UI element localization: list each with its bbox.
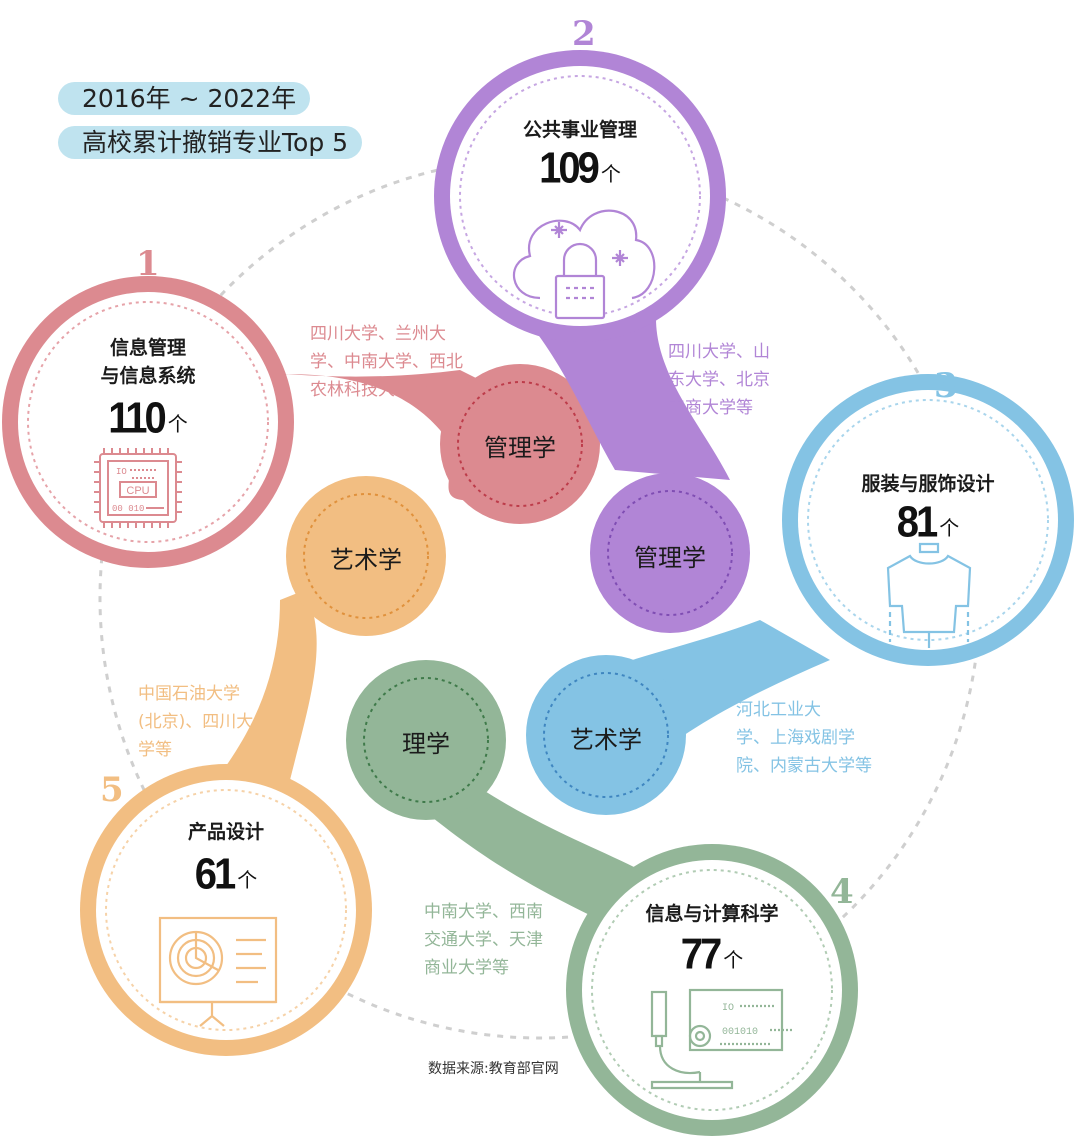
svg-text:001010: 001010	[722, 1027, 758, 1038]
major-1-uni-line: 农林科技大学等	[310, 380, 429, 400]
rank-4: 4	[830, 872, 854, 912]
svg-text:CPU: CPU	[126, 485, 149, 497]
major-2-shape	[434, 50, 750, 633]
cloud-lock-icon	[512, 209, 656, 320]
rank-5: 5	[100, 770, 124, 810]
rank-1: 1	[136, 244, 160, 284]
major-5-count-value: 61	[194, 849, 236, 899]
major-3-uni-line: 学、上海戏剧学	[736, 728, 855, 748]
major-1-name-line1: 信息管理	[109, 337, 186, 359]
major-3-name: 服装与服饰设计	[861, 473, 995, 495]
svg-text:00 010: 00 010	[112, 504, 144, 514]
major-2-discipline: 管理学	[634, 544, 706, 572]
major-5-discipline: 艺术学	[330, 546, 402, 574]
major-4-name: 信息与计算科学	[645, 903, 779, 925]
major-2-count-value: 109	[539, 143, 600, 193]
tshirt-mannequin-icon	[886, 542, 972, 658]
major-5-name: 产品设计	[187, 821, 264, 843]
major-1-count-value: 110	[108, 393, 167, 443]
title-line-1: 2016年 ~ 2022年	[58, 82, 311, 115]
major-1-discipline: 管理学	[484, 434, 556, 462]
major-5-universities: 中国石油大学 (北京)、四川大 学等	[138, 680, 253, 764]
major-1-count-unit: 个	[167, 412, 188, 436]
major-3-shape	[526, 374, 1074, 815]
major-4-count-unit: 个	[723, 948, 744, 972]
major-1-shape	[2, 276, 600, 568]
svg-text:IO: IO	[116, 467, 127, 477]
title-line-2: 高校累计撤销专业Top 5	[58, 126, 363, 159]
major-1-name-line2: 与信息系统	[100, 365, 196, 387]
major-3-uni-line: 院、内蒙古大学等	[736, 756, 872, 776]
major-1-uni-line: 四川大学、兰州大	[310, 324, 446, 344]
major-5-uni-line: 学等	[138, 740, 172, 760]
major-1-uni-line: 学、中南大学、西北	[310, 352, 463, 372]
major-2-uni-line: 工商大学等	[668, 398, 753, 418]
microscope-code-icon: IO 001010	[650, 988, 794, 1090]
major-5-uni-line: 中国石油大学	[138, 684, 240, 704]
major-4-uni-line: 交通大学、天津	[424, 930, 543, 950]
major-4-uni-line: 中南大学、西南	[424, 902, 543, 922]
source-note: 数据来源:教育部官网	[428, 1061, 559, 1077]
major-2-count-unit: 个	[600, 162, 621, 186]
rank-2: 2	[572, 14, 596, 54]
major-3-count-unit: 个	[939, 516, 960, 540]
major-3-count-value: 81	[896, 497, 938, 547]
major-1-universities: 四川大学、兰州大 学、中南大学、西北 农林科技大学等	[310, 320, 463, 404]
major-4-universities: 中南大学、西南 交通大学、天津 商业大学等	[424, 898, 543, 982]
major-3-discipline: 艺术学	[570, 726, 642, 754]
major-5-uni-line: (北京)、四川大	[138, 712, 254, 732]
major-4-discipline: 理学	[402, 730, 450, 758]
major-1-name: 信息管理 与信息系统	[58, 334, 238, 390]
major-4-count-value: 77	[680, 929, 722, 979]
major-5-shape	[80, 476, 446, 1056]
major-2-name: 公共事业管理	[522, 119, 637, 141]
major-2-universities: 四川大学、山 东大学、北京 工商大学等	[668, 338, 770, 422]
cpu-icon: CPU IO 00 010	[94, 448, 182, 528]
svg-text:IO: IO	[722, 1003, 734, 1014]
major-4-uni-line: 商业大学等	[424, 958, 509, 978]
major-2-uni-line: 四川大学、山	[668, 342, 770, 362]
rank-3: 3	[934, 366, 958, 406]
major-3-universities: 河北工业大 学、上海戏剧学 院、内蒙古大学等	[736, 696, 872, 780]
major-3-uni-line: 河北工业大	[736, 700, 821, 720]
major-2-uni-line: 东大学、北京	[668, 370, 770, 390]
presentation-board-icon	[158, 916, 278, 1027]
major-5-count-unit: 个	[237, 868, 258, 892]
